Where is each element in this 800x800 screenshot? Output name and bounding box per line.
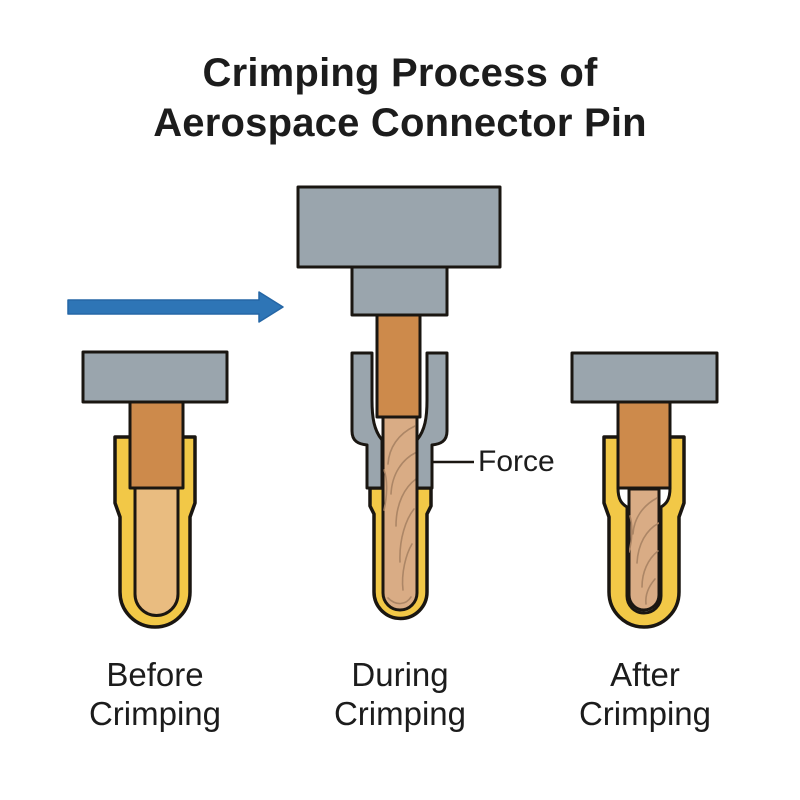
wire-strands <box>381 412 419 612</box>
wire-grain-texture <box>629 497 659 605</box>
crimp-tool-block <box>570 351 719 404</box>
stage-after-figure <box>570 351 719 629</box>
stage-label-during-line2: Crimping <box>333 695 467 732</box>
stage-during-figure <box>296 185 502 621</box>
wire-conductor <box>375 313 422 419</box>
crimp-tool-block <box>296 185 502 269</box>
stage-label-before-line1: Before <box>106 656 204 693</box>
force-label: Force <box>478 445 555 478</box>
crimp-tool-block <box>81 350 229 404</box>
crimp-tool-punch <box>350 265 449 317</box>
wire-grain-texture <box>383 425 417 605</box>
stage-label-before-line2: Crimping <box>88 695 222 732</box>
crimp-jaw-left <box>350 351 384 490</box>
stage-before-figure <box>81 350 229 629</box>
stage-label-after: After Crimping <box>525 655 765 733</box>
wire-conductor <box>616 400 672 490</box>
right-arrow-icon <box>67 291 284 323</box>
wire-conductor <box>128 400 185 490</box>
diagram-title-line1: Crimping Process of <box>202 51 598 95</box>
stage-label-during-line1: During <box>351 656 449 693</box>
diagram-title: Crimping Process of Aerospace Connector … <box>0 48 800 148</box>
stage-label-after-line1: After <box>610 656 680 693</box>
stage-label-after-line2: Crimping <box>578 695 712 732</box>
crimp-jaw-right <box>415 351 449 490</box>
diagram-title-line2: Aerospace Connector Pin <box>153 101 647 145</box>
stage-label-before: Before Crimping <box>35 655 275 733</box>
stage-label-during: During Crimping <box>280 655 520 733</box>
